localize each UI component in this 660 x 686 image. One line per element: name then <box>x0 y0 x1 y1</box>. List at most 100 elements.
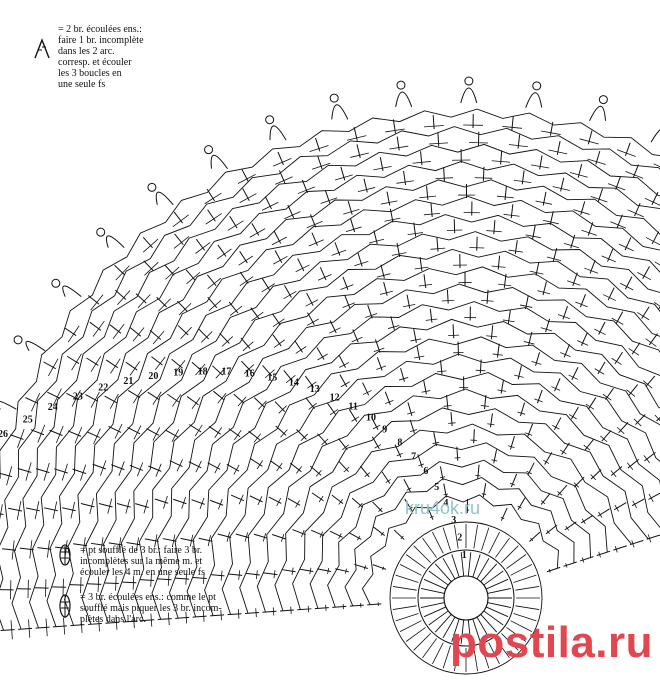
double-crochet-stitch <box>542 191 547 206</box>
stitch-bar <box>429 142 449 145</box>
stitch-bar <box>318 495 324 503</box>
double-crochet-stitch <box>0 629 15 632</box>
stitch-bar <box>229 305 243 316</box>
double-crochet-stitch <box>587 397 597 410</box>
stitch-bar <box>567 280 581 286</box>
double-crochet-stitch <box>477 464 480 479</box>
double-crochet-stitch <box>344 294 351 309</box>
double-crochet-stitch <box>406 294 411 309</box>
stitch-bar <box>150 613 153 627</box>
stitch-bar <box>552 186 570 191</box>
round-1-stitch <box>485 606 509 618</box>
stitch-bar <box>546 256 562 262</box>
stitch-bar <box>125 499 131 514</box>
stitch-bar <box>351 416 360 422</box>
double-crochet-stitch <box>631 498 645 507</box>
double-crochet-stitch <box>357 252 363 267</box>
stitch-bar <box>569 172 588 178</box>
double-crochet-stitch <box>173 211 183 224</box>
double-crochet-stitch <box>553 417 562 431</box>
round-1-stitch <box>476 616 490 639</box>
round-1-stitch <box>442 616 456 639</box>
chain-row <box>327 459 592 608</box>
double-crochet-stitch <box>545 524 558 535</box>
stitch-bar <box>517 411 526 415</box>
stitch-bar <box>110 358 121 374</box>
double-crochet-stitch <box>510 473 518 488</box>
stitch-bar <box>132 575 135 590</box>
double-crochet-stitch <box>191 361 203 372</box>
double-crochet-stitch <box>305 397 315 409</box>
double-crochet-stitch <box>525 295 529 310</box>
double-crochet-stitch <box>233 393 245 404</box>
row-number: 8 <box>397 437 402 448</box>
double-crochet-stitch <box>173 498 187 505</box>
stitch-bar <box>389 145 409 150</box>
stitch-bar <box>283 290 297 300</box>
double-crochet-stitch <box>651 191 659 205</box>
double-crochet-stitch <box>351 497 363 508</box>
stitch-bar <box>143 499 149 514</box>
double-crochet-stitch <box>634 203 641 217</box>
stitch-bar <box>543 459 550 464</box>
double-crochet-stitch <box>614 351 623 365</box>
stitch-bar <box>6 466 13 486</box>
double-crochet-stitch <box>493 449 498 464</box>
round-2-stitch <box>495 537 510 558</box>
stitch-bar <box>407 232 423 236</box>
stitch-bar <box>548 149 568 155</box>
double-crochet-stitch <box>596 550 611 556</box>
double-crochet-stitch <box>109 324 122 334</box>
round-2-stitch <box>495 638 510 659</box>
stitch-bar <box>611 357 622 365</box>
double-crochet-stitch <box>436 237 439 252</box>
double-crochet-stitch <box>164 264 175 276</box>
double-crochet-stitch <box>195 238 205 251</box>
double-crochet-stitch <box>147 391 160 401</box>
chain-row <box>0 108 660 480</box>
stitch-bar <box>654 261 660 266</box>
double-crochet-stitch <box>87 583 102 585</box>
round-1-stitch <box>483 610 504 626</box>
stitch-bar <box>611 317 624 325</box>
double-crochet-stitch <box>248 430 261 441</box>
stitch-bar <box>610 221 627 229</box>
picot-scallop <box>25 340 46 352</box>
stitch-bar <box>284 211 301 220</box>
double-crochet-stitch <box>376 357 383 371</box>
double-crochet-stitch <box>287 204 295 218</box>
round-2-stitch <box>432 642 444 665</box>
stitch-bar <box>642 380 653 389</box>
double-crochet-stitch <box>174 233 184 246</box>
picot-scallop <box>0 400 17 410</box>
picot-loop <box>51 278 61 288</box>
stitch-bar <box>274 176 293 185</box>
double-crochet-stitch <box>301 179 308 194</box>
round-2-stitch <box>501 545 519 563</box>
stitch-bar <box>56 425 64 444</box>
double-crochet-stitch <box>87 622 102 625</box>
double-crochet-stitch <box>207 462 221 470</box>
double-crochet-stitch <box>122 620 137 623</box>
round-2-stitch <box>454 524 459 549</box>
chain-row <box>151 283 660 620</box>
stitch-bar <box>602 393 612 401</box>
legend-puff-stitch-text: = pt soufflé de 3 br.: faire 3 br. incom… <box>80 545 205 578</box>
chain-row <box>239 372 660 614</box>
double-crochet-stitch <box>310 214 317 228</box>
double-crochet-stitch <box>446 394 449 409</box>
legend-decrease-2: = 2 br. écoulées ens.: faire 1 br. incom… <box>30 24 210 104</box>
cluster-3-symbol-icon <box>59 594 71 618</box>
round-1-stitch <box>467 619 472 644</box>
row-number: 1 <box>462 550 467 561</box>
legend-cluster-3: = 3 br. écoulées ens.: comme le pt souff… <box>58 590 288 630</box>
double-crochet-stitch <box>535 261 540 276</box>
double-crochet-stitch <box>645 375 656 387</box>
stitch-bar <box>618 243 634 252</box>
stitch-bar <box>227 220 244 231</box>
double-crochet-stitch <box>332 605 347 608</box>
stitch-bar <box>448 334 460 337</box>
double-crochet-stitch <box>396 243 401 257</box>
stitch-bar <box>185 611 188 624</box>
double-crochet-stitch <box>413 328 417 343</box>
